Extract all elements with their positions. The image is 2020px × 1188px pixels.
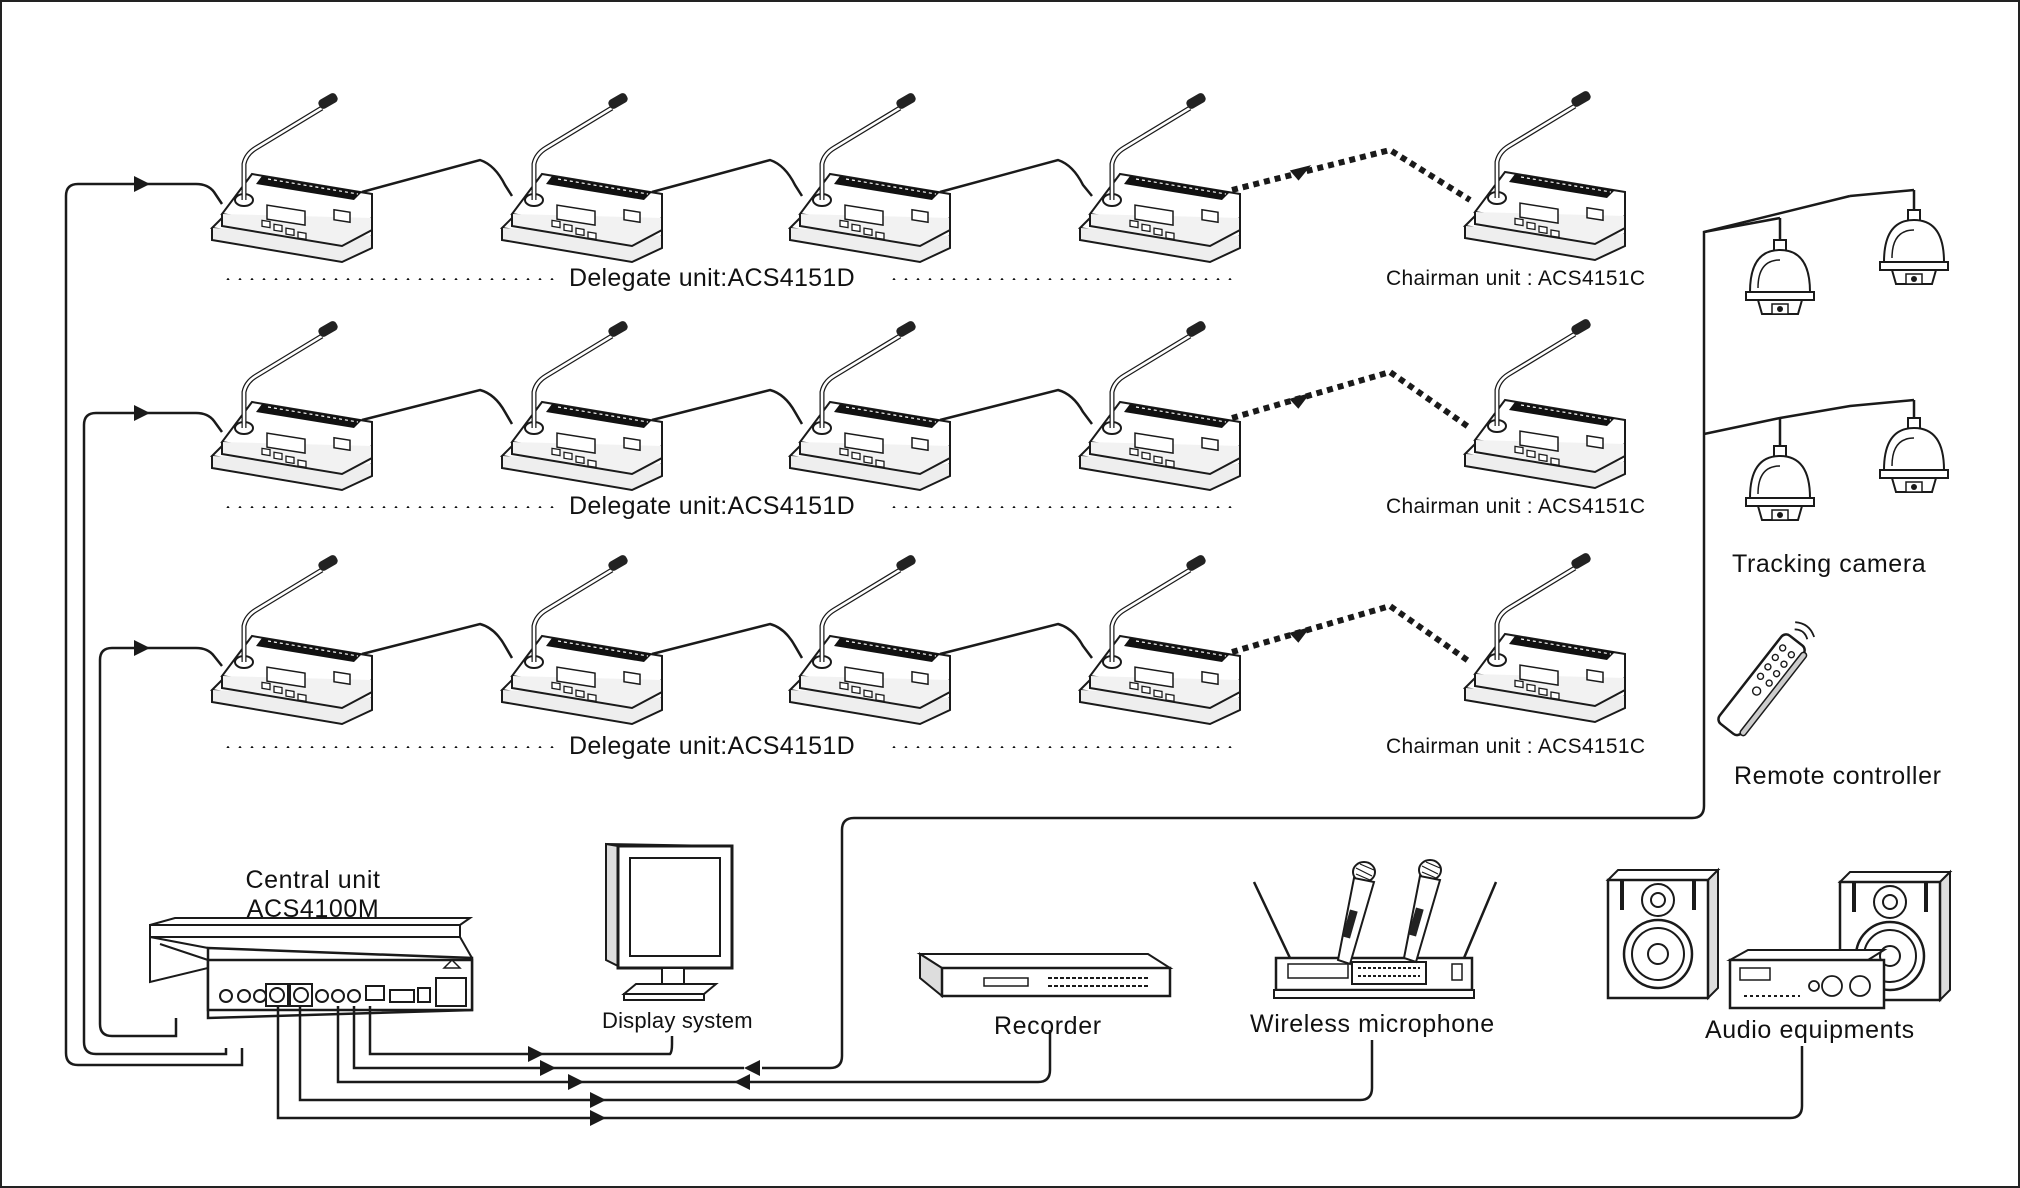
row-2-dotted-arrow — [1289, 392, 1311, 409]
row-1-delegate-label: Delegate unit:ACS4151D — [569, 264, 855, 292]
audio-equipment-icon — [1606, 868, 1952, 1010]
wireless-microphone-label: Wireless microphone — [1250, 1010, 1495, 1038]
row-3-link — [361, 622, 1093, 659]
row-1-dotted-link — [1231, 146, 1472, 203]
feed-row-1-arrow — [134, 176, 150, 192]
wireless-microphone-icon — [1252, 859, 1498, 999]
row-2-chairman-label: Chairman unit : ACS4151C — [1386, 495, 1646, 518]
row-2-dotted-link — [1231, 368, 1472, 431]
display-system-label: Display system — [602, 1008, 753, 1033]
row-2-link — [361, 388, 1093, 425]
row-1-dotted-arrow — [1289, 165, 1312, 181]
central-unit-model: ACS4100M — [246, 895, 380, 923]
row-1-leader-right — [888, 278, 1234, 280]
row-1-chairman-label: Chairman unit : ACS4151C — [1386, 267, 1646, 290]
recorder-icon — [916, 952, 1174, 999]
remote-controller-label: Remote controller — [1734, 762, 1942, 790]
row-3-chairman-label: Chairman unit : ACS4151C — [1386, 735, 1646, 758]
wireless-link-arrow — [590, 1092, 606, 1108]
row-1-link — [361, 158, 1093, 197]
row-2-leader-right — [888, 506, 1234, 508]
row-3-dotted-link — [1231, 602, 1472, 665]
camera-feed-line — [762, 194, 1851, 1070]
row-2-leader-left — [222, 506, 554, 508]
row-3-leader-right — [888, 746, 1234, 748]
row-2-delegate-label: Delegate unit:ACS4151D — [569, 492, 855, 520]
tracking-camera-icon — [1745, 190, 1949, 521]
recorder-link-arrow-2 — [568, 1074, 584, 1090]
display-link-line — [368, 1006, 674, 1056]
camera-branch-lower — [1703, 398, 1915, 436]
aux-link-arrow — [540, 1060, 556, 1076]
audio-link-arrow — [590, 1110, 606, 1126]
wireless-mic-link-line — [298, 1006, 1374, 1102]
camera-feed-arrow — [744, 1060, 760, 1076]
central-unit-icon — [149, 917, 474, 1020]
central-unit-name: Central unit — [245, 866, 381, 894]
display-link-arrow — [528, 1046, 544, 1062]
tracking-camera-label: Tracking camera — [1732, 550, 1927, 578]
central-unit-label: Central unit ACS4100M — [222, 868, 404, 922]
recorder-link-line — [336, 1006, 1052, 1084]
feed-row-2 — [82, 411, 228, 1056]
feed-row-1 — [64, 182, 244, 1067]
feed-row-3 — [98, 646, 223, 1038]
recorder-label: Recorder — [994, 1012, 1102, 1040]
aux-link-line — [352, 1006, 744, 1070]
row-3-dotted-arrow — [1289, 626, 1311, 643]
row-1-leader-left — [222, 278, 554, 280]
feed-row-3-arrow — [134, 640, 150, 656]
camera-branch-upper — [1703, 188, 1915, 234]
row-3-delegate-label: Delegate unit:ACS4151D — [569, 732, 855, 760]
recorder-link-arrow — [734, 1074, 750, 1090]
audio-equipments-label: Audio equipments — [1705, 1016, 1915, 1044]
display-monitor-icon — [605, 842, 734, 1001]
feed-row-2-arrow — [134, 405, 150, 421]
row-3-leader-left — [222, 746, 554, 748]
audio-link-line — [276, 1006, 1804, 1120]
remote-controller-icon — [1717, 621, 1815, 737]
